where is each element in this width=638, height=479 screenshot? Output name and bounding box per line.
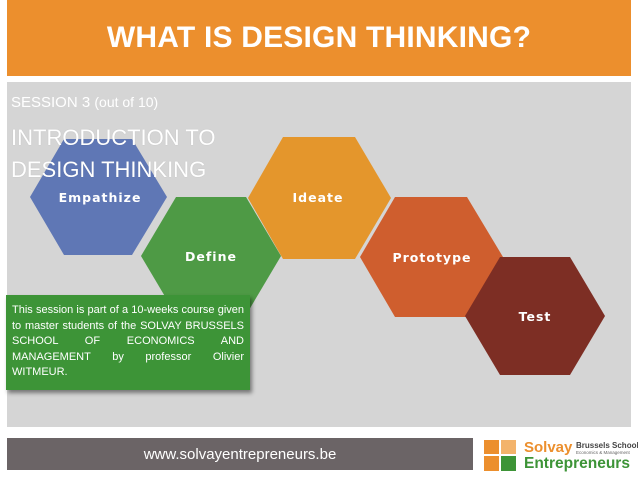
hex-ideate: Ideate: [248, 137, 391, 259]
course-info-box: This session is part of a 10-weeks cours…: [6, 295, 250, 390]
title-banner: WHAT IS DESIGN THINKING?: [7, 0, 631, 76]
logo-mark-icon: [484, 440, 516, 471]
logo-entrepreneurs: Entrepreneurs: [524, 455, 630, 472]
design-thinking-diagram: Empathize Ideate Define Prototype Test S…: [7, 82, 631, 427]
intro-line-2: DESIGN THINKING: [11, 157, 207, 182]
website-link[interactable]: www.solvayentrepreneurs.be: [143, 445, 337, 463]
hex-test-shape: [465, 257, 605, 375]
logo-solvay: Solvay: [524, 439, 573, 456]
hex-define: Define: [141, 197, 281, 315]
course-info-text: This session is part of a 10-weeks cours…: [12, 304, 244, 379]
hex-test-label: Test: [519, 309, 552, 324]
session-total: (out of 10): [94, 94, 159, 110]
hex-empathize-label: Empathize: [59, 190, 142, 205]
logo-brussels-school: Brussels School: [576, 441, 638, 450]
hex-prototype-shape: [360, 197, 503, 317]
hex-prototype-label: Prototype: [392, 250, 471, 265]
hexagon-process: Empathize Ideate Define Prototype Test: [30, 137, 605, 375]
session-label: SESSION 3 (out of 10): [11, 94, 158, 111]
intro-line-1: INTRODUCTION TO: [11, 125, 216, 150]
footer-bar: www.solvayentrepreneurs.be: [7, 438, 473, 470]
logo-tagline: Economics & Management: [576, 450, 630, 455]
hex-empathize-shape: [30, 139, 167, 255]
hex-ideate-label: Ideate: [293, 190, 344, 205]
slide-title: WHAT IS DESIGN THINKING?: [106, 21, 532, 54]
hex-prototype: Prototype: [360, 197, 503, 317]
session-number: SESSION 3: [11, 94, 91, 111]
intro-heading: INTRODUCTION TO DESIGN THINKING: [11, 122, 216, 186]
hex-empathize: Empathize: [30, 139, 167, 255]
hex-ideate-shape: [248, 137, 391, 259]
hex-test: Test: [465, 257, 605, 375]
solvay-entrepreneurs-logo: Solvay Brussels School Economics & Manag…: [484, 438, 638, 474]
hex-define-label: Define: [185, 249, 237, 264]
hex-define-shape: [141, 197, 281, 315]
